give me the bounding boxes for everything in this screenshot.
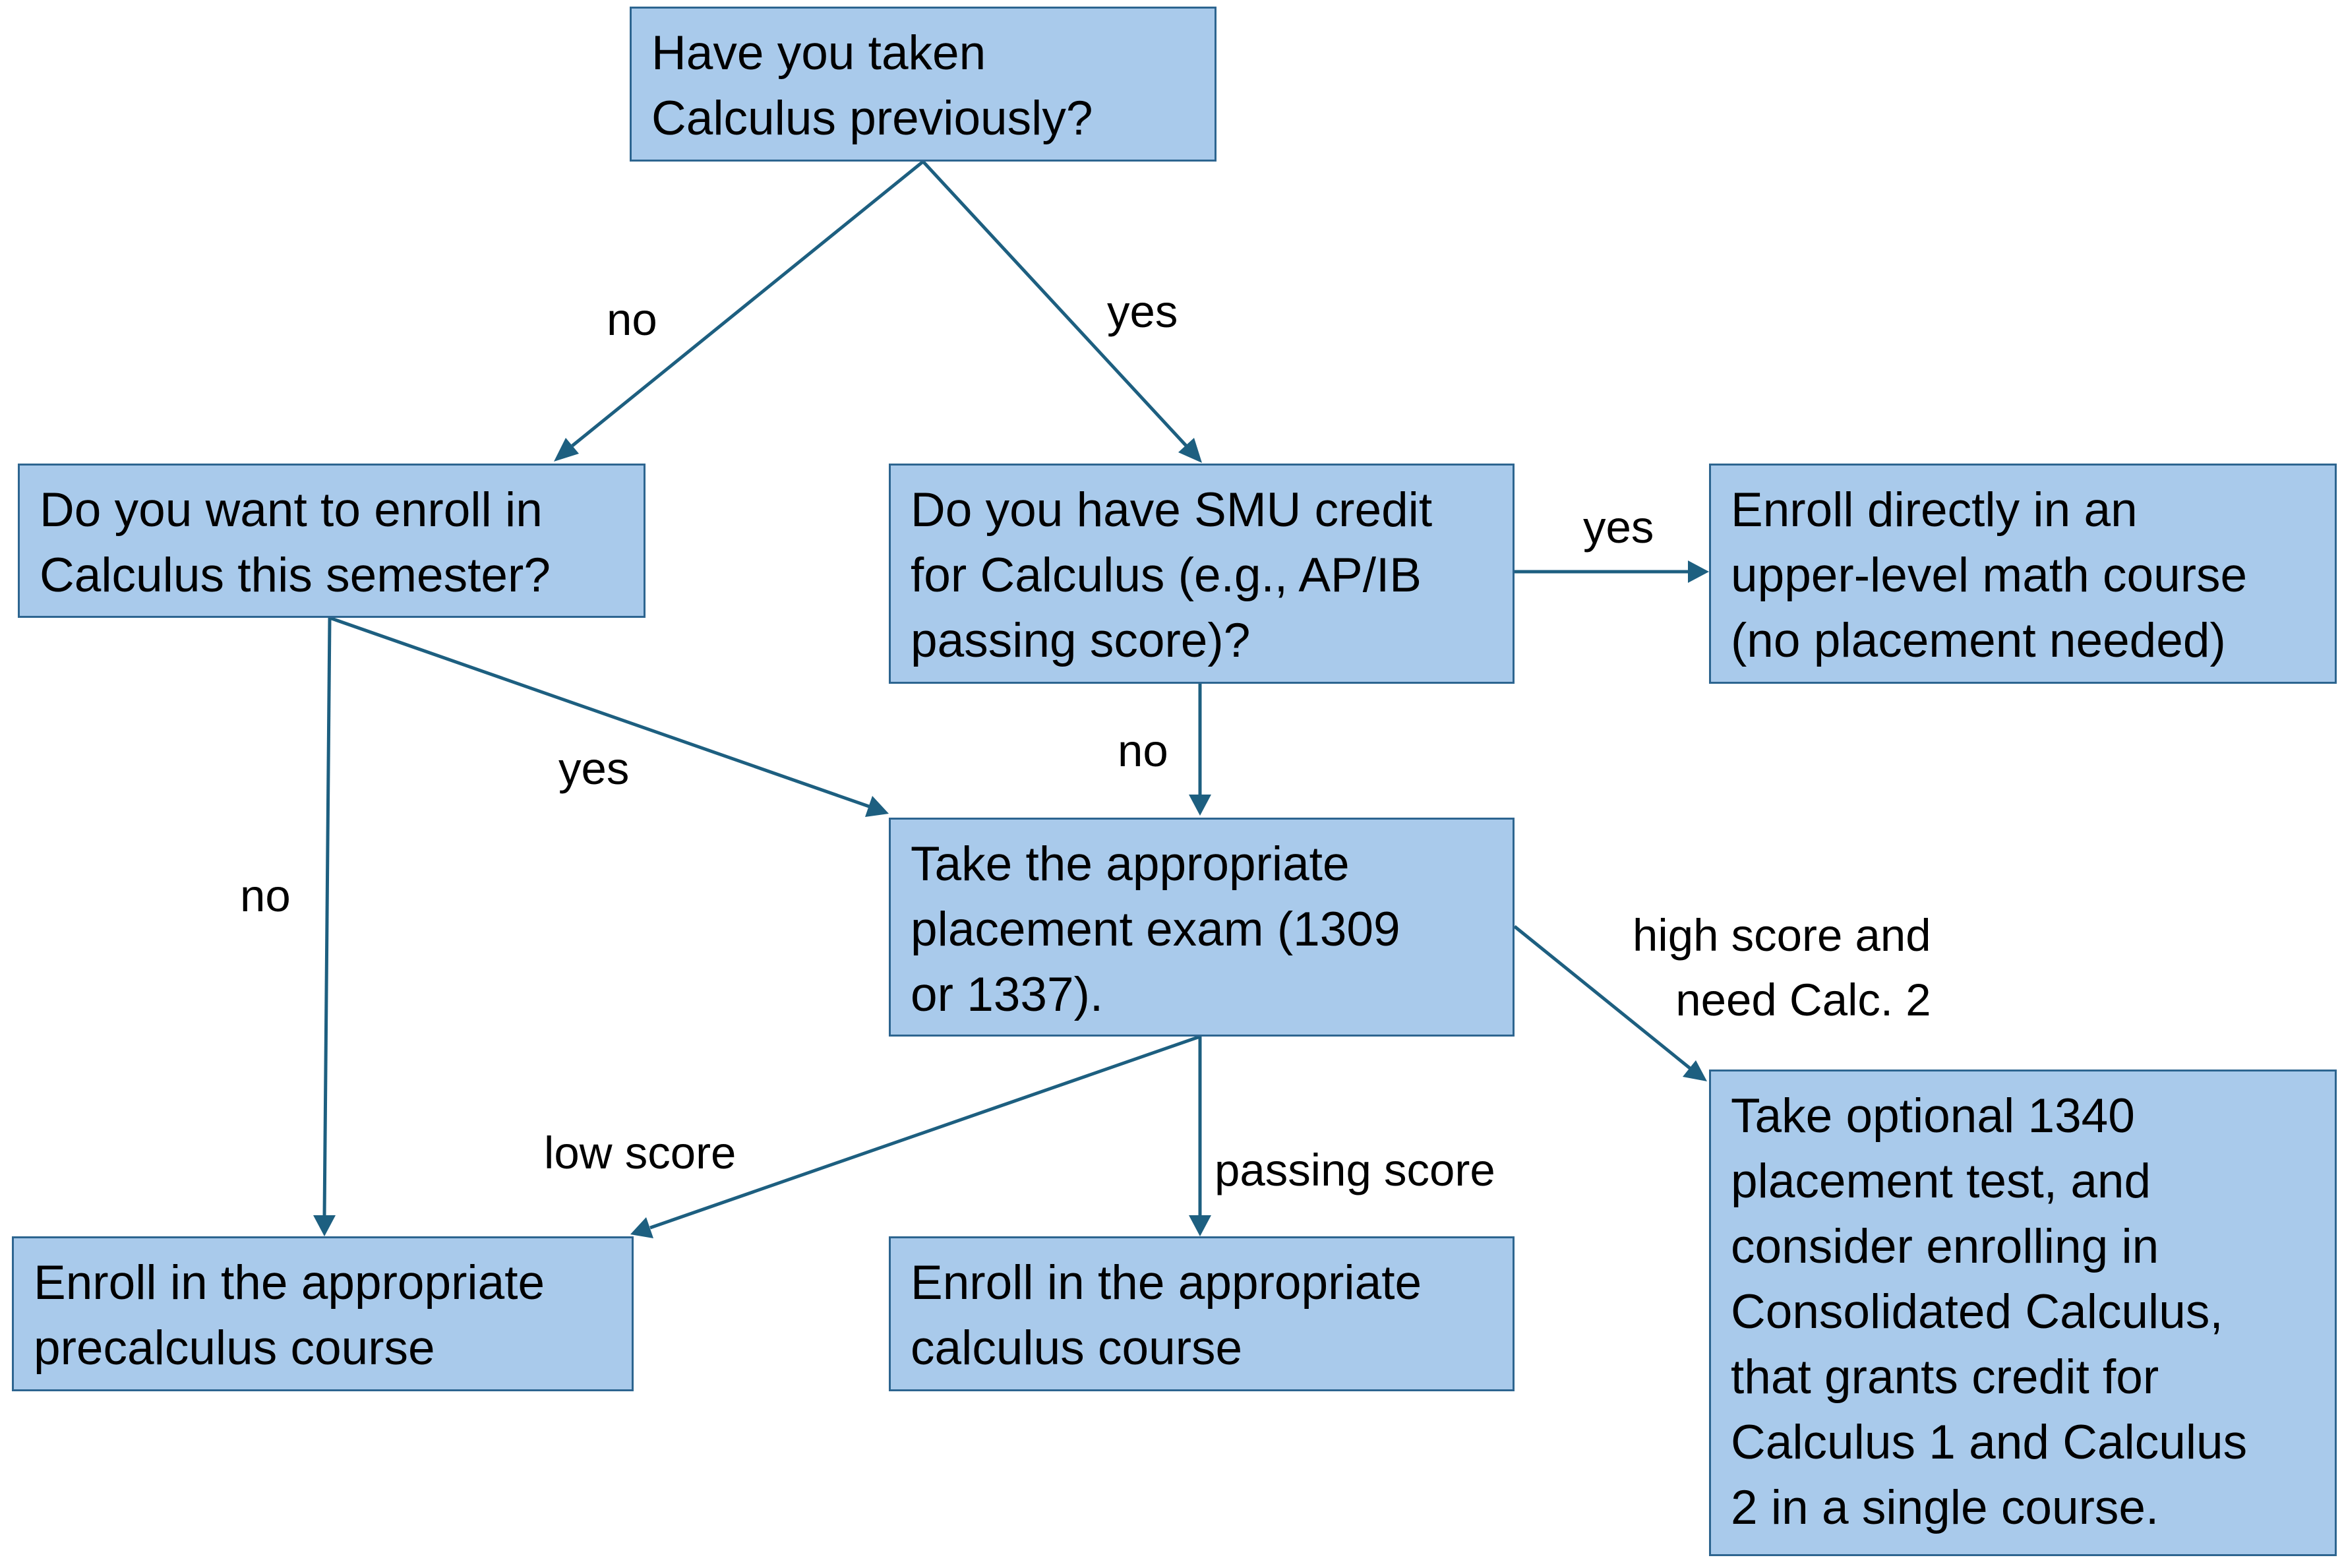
arrowhead-low-score [630,1217,653,1238]
arrowhead-enroll-yes [865,796,889,817]
node-placement-exam: Take the appropriate placement exam (130… [889,818,1515,1037]
node-optional-1340-test: Take optional 1340 placement test, and c… [1709,1070,2337,1556]
edge-prev-yes [922,160,1187,447]
node-enroll-calculus-question: Do you want to enroll in Calculus this s… [18,464,646,618]
label-enroll-yes: yes [558,743,630,794]
node-calculus-enroll: Enroll in the appropriate calculus cours… [889,1236,1515,1391]
edge-low-score [649,1035,1201,1230]
edge-prev-no [571,160,924,447]
label-low-score: low score [544,1128,736,1178]
node-precalculus-enroll: Enroll in the appropriate precalculus co… [12,1236,634,1391]
label-prev-yes: yes [1107,286,1178,337]
edge-enroll-yes [329,616,870,808]
arrowhead-passing-score [1189,1215,1211,1236]
edge-enroll-no [322,617,332,1217]
node-upper-level-enroll: Enroll directly in an upper-level math c… [1709,464,2337,684]
arrowhead-prev-no [554,438,579,462]
label-prev-no: no [607,294,657,345]
arrowhead-enroll-no [313,1215,336,1236]
arrowhead-credit-yes [1688,560,1709,583]
node-smu-credit-question: Do you have SMU credit for Calculus (e.g… [889,464,1515,684]
node-taken-calculus-question: Have you taken Calculus previously? [630,7,1216,162]
label-credit-yes: yes [1583,502,1654,553]
arrowhead-prev-yes [1178,438,1202,463]
label-enroll-no: no [240,870,291,921]
arrowhead-high-score [1683,1060,1707,1081]
edge-high-score [1513,925,1691,1070]
label-credit-no: no [1118,725,1168,776]
arrowhead-credit-no [1189,795,1211,816]
label-passing-score: passing score [1215,1145,1495,1195]
label-high-score: high score and need Calc. 2 [1633,910,1931,1025]
